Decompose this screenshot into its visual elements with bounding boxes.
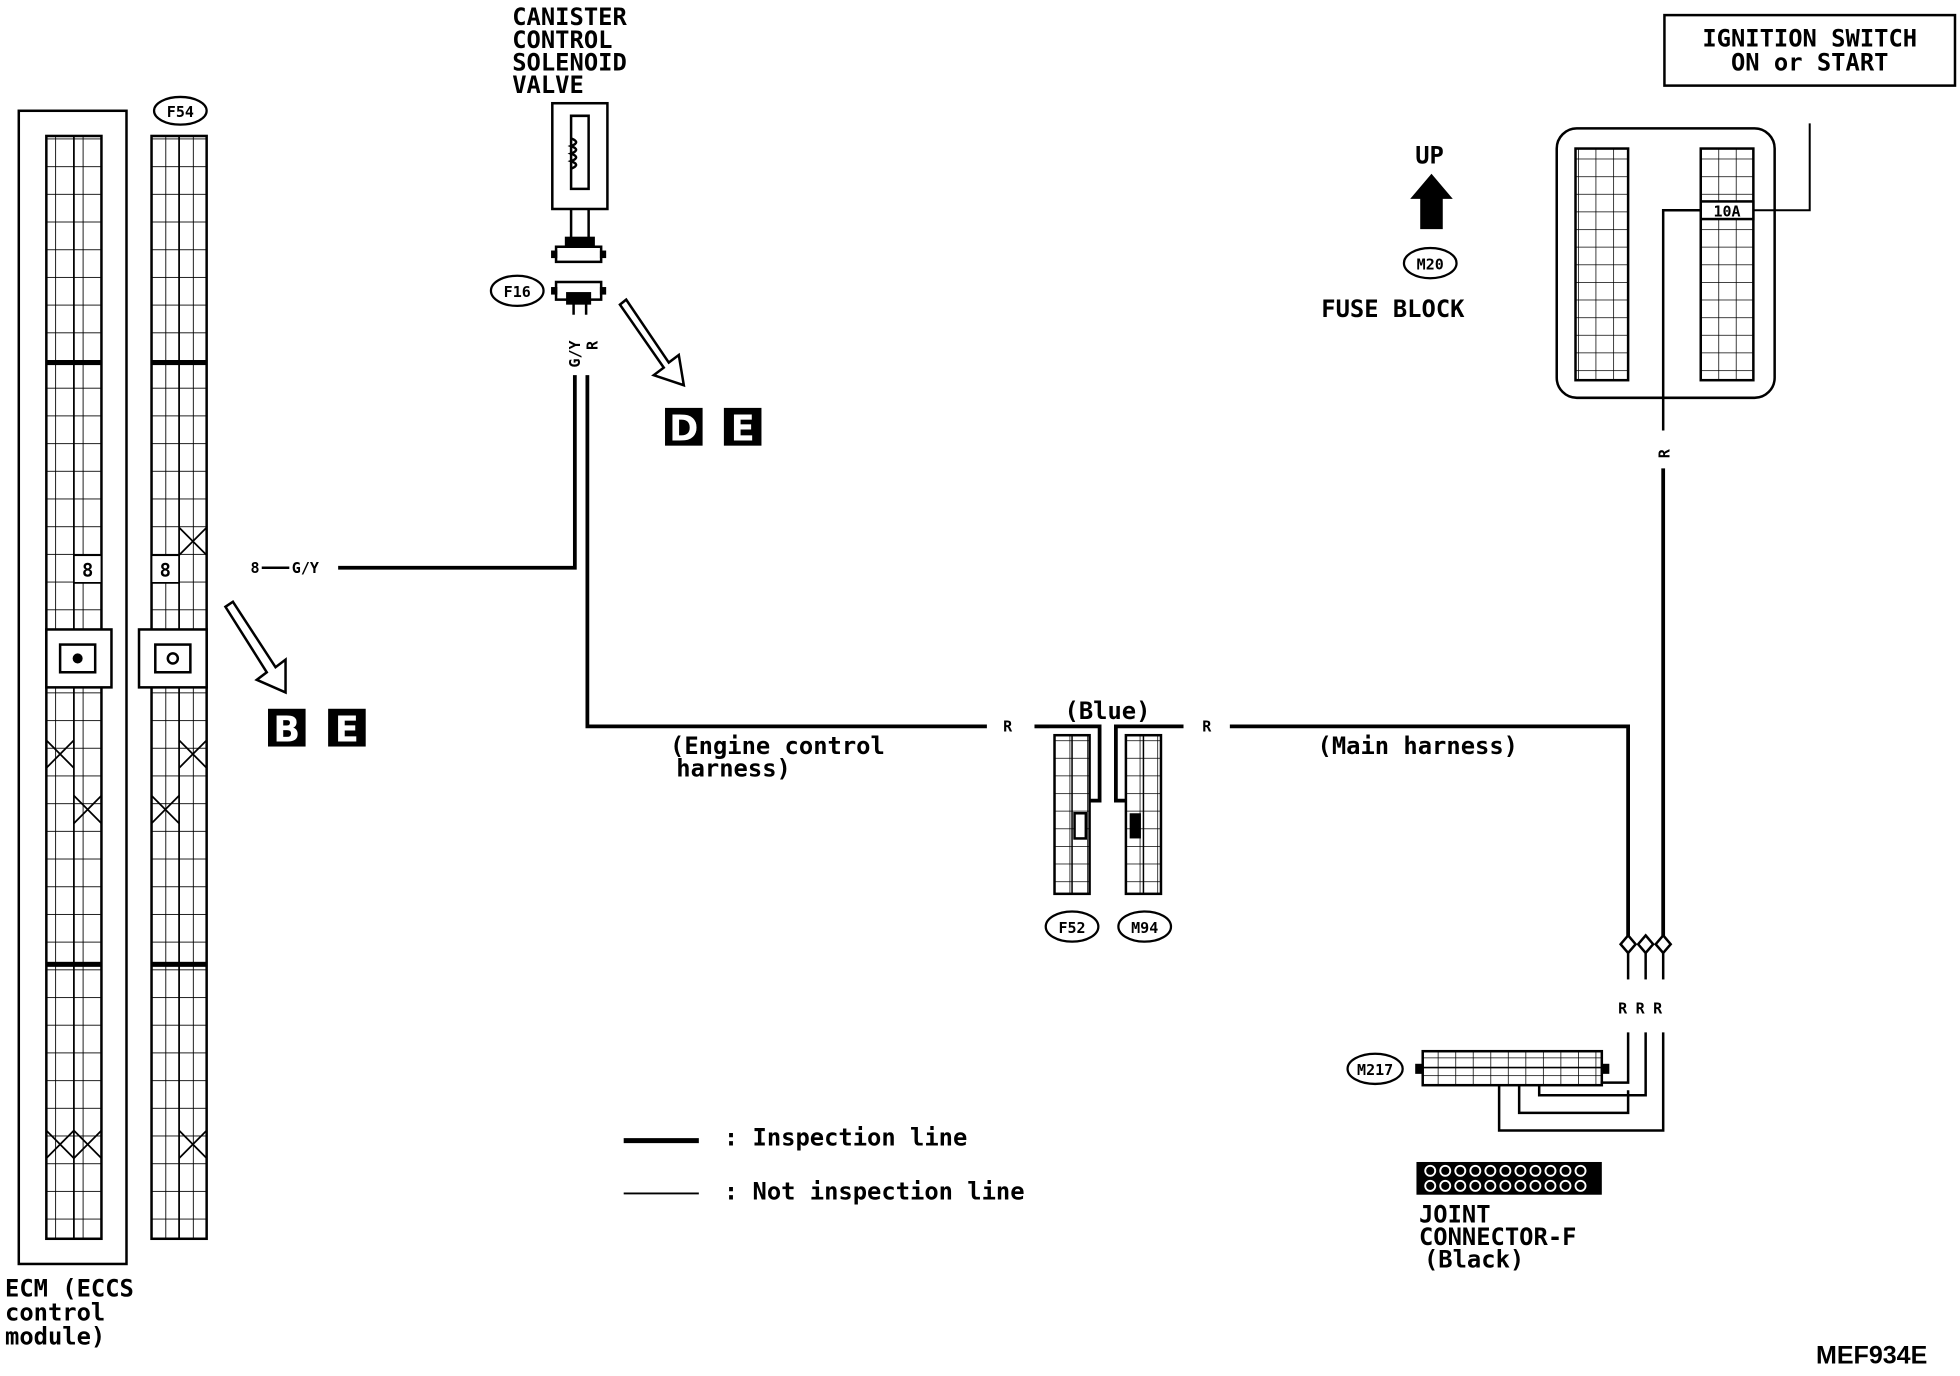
up-arrow-icon <box>1410 173 1453 230</box>
ecm-reference-arrow: B E <box>223 600 366 751</box>
valve-wire-color-r: R <box>583 340 601 350</box>
main-harness-label: (Main harness) <box>1318 732 1518 760</box>
ecm-pin-label: 8 <box>82 561 93 582</box>
engine-harness-label-2: harness) <box>676 755 791 783</box>
engine-harness-wire-color: R <box>1003 717 1013 735</box>
valve-reference-arrow: D E <box>618 297 762 450</box>
ecm-wire-color: G/Y <box>292 559 319 577</box>
joint-wire-color-3: R <box>1653 999 1663 1017</box>
red-wire-main-harness: R (Main harness) <box>1202 717 1630 937</box>
joint-connector-id: M217 <box>1357 1061 1393 1079</box>
legend-inspection-label: : Inspection line <box>724 1124 967 1152</box>
ignition-label-2: ON or START <box>1731 48 1889 76</box>
fuse-to-joint-wire: R <box>1655 448 1673 937</box>
ecm-label-2: control <box>5 1299 105 1327</box>
diagram-id: MEF934E <box>1816 1341 1927 1369</box>
valve-connector-id: F16 <box>504 283 531 301</box>
ref-box-b <box>268 708 306 747</box>
ecm-connector-left: 8 <box>45 134 113 1241</box>
valve-label-2: CONTROL <box>512 26 612 54</box>
valve-label-1: CANISTER <box>512 3 627 31</box>
ref-b-label: B <box>273 709 300 750</box>
valve-wire-color-gy: G/Y <box>566 340 584 367</box>
ignition-switch: IGNITION SWITCH ON or START <box>1663 13 1957 87</box>
connector-m94-id: M94 <box>1131 919 1158 937</box>
joint-wire-color-1: R <box>1618 999 1628 1017</box>
fuse-block-connector-id: M20 <box>1417 255 1444 273</box>
ref-box-e2 <box>723 407 762 446</box>
ecm-connector-id: F54 <box>167 103 194 121</box>
joint-label-1: JOINT <box>1419 1200 1491 1228</box>
valve-label-3: SOLENOID <box>512 48 627 76</box>
f54-pin-label: 8 <box>160 561 171 582</box>
ref-d-label: D <box>669 409 698 450</box>
ecm-connector-f54: 8 <box>137 134 208 1241</box>
valve-label-4: VALVE <box>512 71 584 99</box>
ignition-label-1: IGNITION SWITCH <box>1702 25 1917 53</box>
up-label: UP <box>1415 142 1444 170</box>
ecm-module: 8 8 F54 ECM (ECCS control <box>5 95 208 1351</box>
fuse-rating: 10A <box>1713 202 1740 220</box>
ecm-wire-pin: 8 <box>250 559 259 577</box>
legend-not-inspection-label: : Not inspection line <box>724 1178 1025 1206</box>
ref-e1-label: E <box>335 709 359 750</box>
main-harness-wire-color: R <box>1202 717 1212 735</box>
harness-connector-f52-m94: (Blue) F52 M94 <box>1044 697 1184 943</box>
ref-box-d <box>665 407 703 446</box>
red-wire-engine-harness: R (Engine control harness) <box>585 375 1050 783</box>
joint-wire-color-2: R <box>1636 999 1646 1017</box>
joint-label-2: CONNECTOR-F <box>1419 1223 1577 1251</box>
fuse-block-label: FUSE BLOCK <box>1321 295 1465 323</box>
ref-box-e1 <box>328 708 366 747</box>
engine-harness-label-1: (Engine control <box>670 732 885 760</box>
joint-label-3: (Black) <box>1424 1246 1524 1274</box>
connector-color-label: (Blue) <box>1065 697 1151 725</box>
ecm-label-3: module) <box>5 1322 105 1350</box>
fuse-block: UP M20 FUSE BLOCK 10A <box>1321 123 1811 431</box>
ecm-gy-wire: 8 G/Y <box>250 375 577 577</box>
ecm-label-1: ECM (ECCS <box>5 1275 134 1303</box>
fuse-wire-color: R <box>1655 448 1673 458</box>
ref-e2-label: E <box>731 409 755 450</box>
joint-connector: R R R M217 JOINT CONNECTOR-F (Black) <box>1346 933 1673 1274</box>
connector-f52-id: F52 <box>1058 919 1085 937</box>
legend: : Inspection line : Not inspection line <box>623 1124 1025 1206</box>
canister-control-solenoid-valve: CANISTER CONTROL SOLENOID VALVE F16 G/Y … <box>489 3 627 368</box>
